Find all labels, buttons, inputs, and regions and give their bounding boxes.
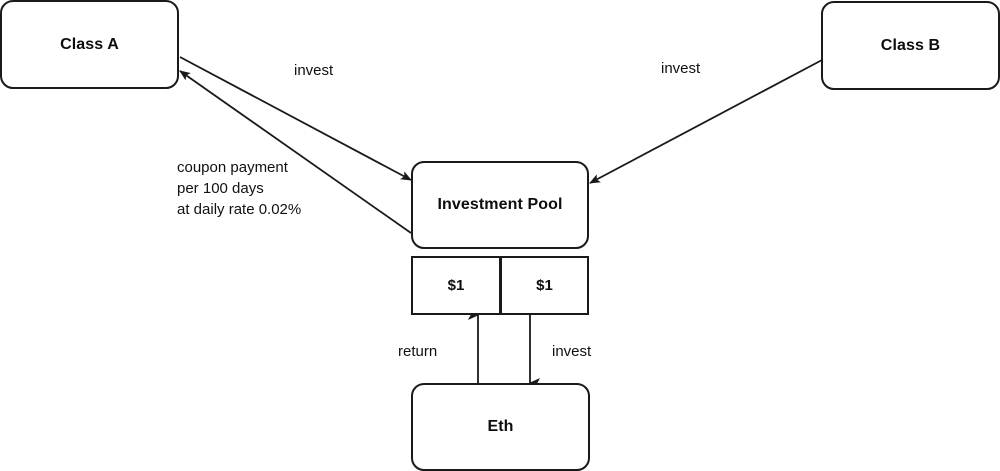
edge-label-class-a-invest: invest	[294, 62, 334, 79]
edge-class-b-to-pool	[589, 59, 823, 184]
edge-label-eth-invest: invest	[552, 343, 592, 360]
node-class-b-label: Class B	[880, 36, 941, 54]
coupon-line-3: at daily rate 0.02%	[177, 201, 302, 218]
edge-label-return: return	[398, 343, 438, 360]
node-eth-label: Eth	[487, 418, 514, 436]
node-class-b[interactable]: Class B	[821, 1, 1000, 90]
coupon-line-1: coupon payment	[177, 159, 288, 176]
node-class-a[interactable]: Class A	[0, 0, 179, 89]
edge-pool-to-class-a	[179, 70, 412, 234]
node-cash-left-label: $1	[447, 277, 465, 294]
edge-label-coupon-payment: coupon payment per 100 days at daily rat…	[177, 157, 301, 220]
coupon-line-2: per 100 days	[177, 180, 264, 197]
node-class-a-label: Class A	[60, 35, 119, 53]
node-cash-right-label: $1	[536, 277, 553, 294]
node-cash-right[interactable]: $1	[500, 256, 589, 315]
node-investment-pool-label: Investment Pool	[437, 196, 563, 214]
edge-label-class-b-invest: invest	[661, 60, 701, 77]
node-investment-pool[interactable]: Investment Pool	[411, 161, 589, 249]
node-cash-left[interactable]: $1	[411, 256, 501, 315]
edge-class-a-to-pool	[179, 56, 412, 181]
node-eth[interactable]: Eth	[411, 383, 590, 471]
